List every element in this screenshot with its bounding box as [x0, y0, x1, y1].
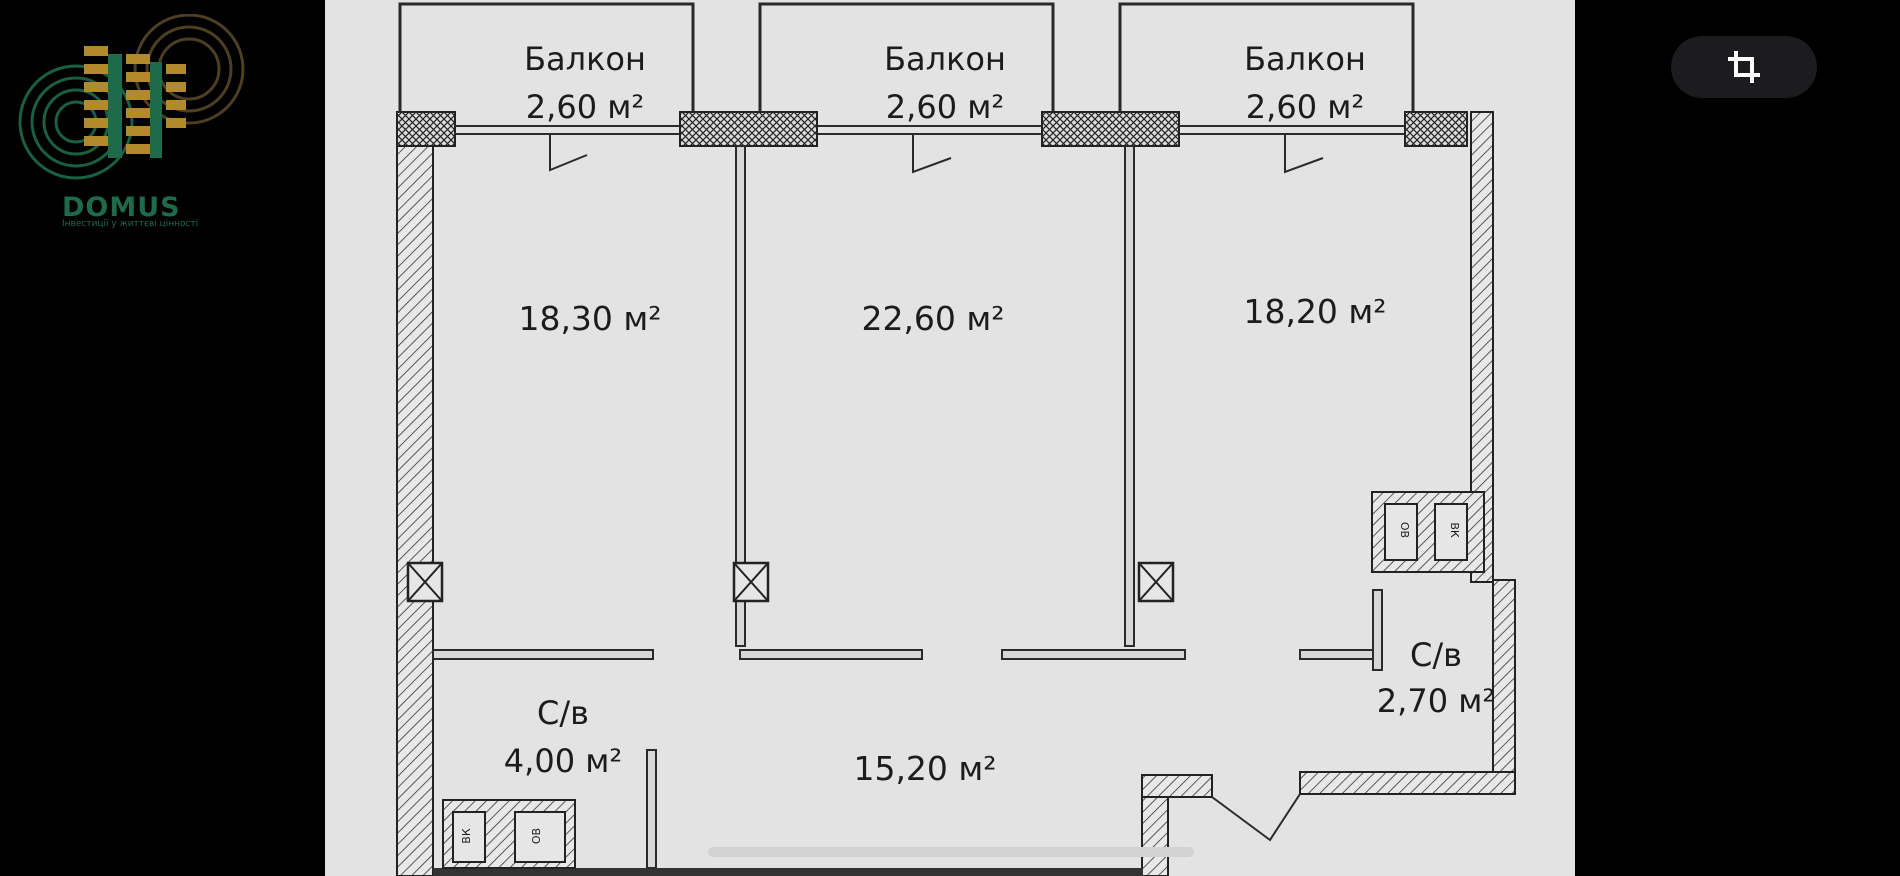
- logo-brand: DOMUS: [62, 192, 181, 223]
- riser-label-left-lower: ВК: [460, 828, 473, 844]
- home-indicator[interactable]: [708, 847, 1194, 857]
- ventilation-shafts: [406, 561, 1175, 603]
- room-2-area: 22,60 м²: [861, 299, 1004, 338]
- balcony-frames: [398, 2, 1415, 112]
- utility-shafts: [442, 491, 1485, 869]
- riser-label-right: ОВ: [1398, 522, 1411, 538]
- bathroom-2-label: С/в: [1410, 636, 1462, 674]
- partitions: [432, 145, 1383, 869]
- balcony-2-area: 2,60 м²: [886, 88, 1004, 126]
- balcony-1-area: 2,60 м²: [526, 88, 644, 126]
- room-3-area: 18,20 м²: [1243, 292, 1386, 331]
- riser-label-right-lower: ОВ: [530, 828, 543, 844]
- balcony-1-label: Балкон: [524, 40, 646, 78]
- crop-button[interactable]: [1671, 36, 1817, 98]
- logo-tagline: Інвестиції у життєві цінності: [62, 219, 199, 229]
- crop-icon: [1728, 51, 1760, 83]
- entrance-door: [1211, 793, 1301, 842]
- balcony-3-label: Балкон: [1244, 40, 1366, 78]
- balcony-3-area: 2,60 м²: [1246, 88, 1364, 126]
- bathroom-1-label: С/в: [537, 694, 589, 732]
- hall-area: 15,20 м²: [853, 749, 996, 788]
- balcony-2-label: Балкон: [884, 40, 1006, 78]
- floorplan-photo: ОВ ВК ВК ОВ Балкон 2,60 м² Балкон 2,60 м…: [325, 0, 1575, 876]
- room-1-area: 18,30 м²: [518, 299, 661, 338]
- windows: [455, 125, 1405, 135]
- bathroom-2-area: 2,70 м²: [1377, 682, 1495, 720]
- floorplan-drawing: ОВ ВК ВК ОВ Балкон 2,60 м² Балкон 2,60 м…: [396, 2, 1516, 876]
- domus-logo: DOMUS Інвестиції у життєві цінності: [14, 13, 254, 229]
- bathroom-1-area: 4,00 м²: [504, 742, 622, 780]
- domus-logo-graphic: [18, 13, 245, 180]
- riser-label-left: ВК: [1448, 522, 1461, 538]
- walls: [396, 111, 1516, 876]
- balcony-doors: [549, 134, 1324, 174]
